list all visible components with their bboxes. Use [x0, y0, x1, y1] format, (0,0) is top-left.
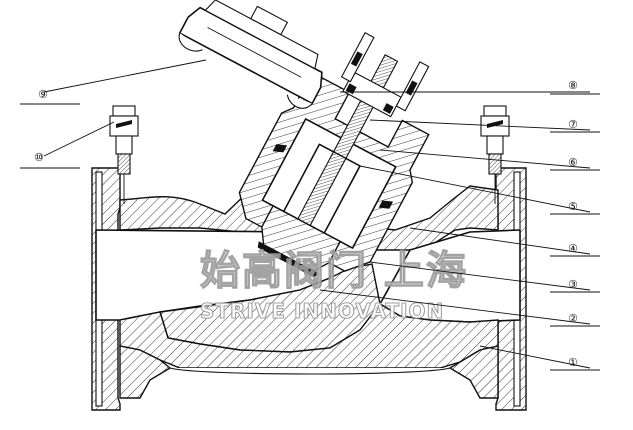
svg-text:⑩: ⑩ — [34, 151, 44, 164]
svg-text:①: ① — [568, 356, 578, 369]
svg-text:⑤: ⑤ — [568, 200, 578, 213]
callout-8: ⑧ — [550, 79, 600, 95]
svg-text:⑨: ⑨ — [38, 88, 48, 101]
leader-lines — [43, 59, 591, 369]
watermark-english: STRIVE INNOVATION — [200, 299, 444, 323]
watermark: 始高阀门 上海 STRIVE INNOVATION — [199, 247, 468, 323]
svg-text:⑥: ⑥ — [568, 156, 578, 169]
body-bottom-curve — [169, 367, 451, 375]
callout-3: ③ — [550, 278, 600, 293]
callout-1: ① — [550, 356, 600, 371]
callout-2: ② — [550, 312, 600, 327]
callout-6: ⑥ — [550, 156, 600, 171]
callout-5: ⑤ — [550, 200, 600, 215]
test-port-left — [109, 105, 139, 204]
body-foot-left — [119, 345, 172, 399]
callout-9: ⑨ — [20, 88, 80, 105]
body-bottom-wall — [119, 303, 499, 369]
bonnet-assembly — [238, 32, 430, 278]
callout-labels: ⑨ ⑩ ⑧ ⑦ ⑥ ⑤ ④ ③ ② — [20, 79, 600, 371]
svg-text:⑦: ⑦ — [568, 118, 578, 131]
callout-7: ⑦ — [550, 118, 600, 133]
callout-4: ④ — [550, 242, 600, 257]
watermark-chinese: 始高阀门 上海 — [200, 248, 468, 294]
svg-text:③: ③ — [568, 278, 578, 291]
svg-text:⑧: ⑧ — [568, 79, 578, 92]
svg-text:②: ② — [568, 312, 578, 325]
svg-text:④: ④ — [568, 242, 578, 255]
body-foot-right — [448, 345, 499, 399]
callout-10: ⑩ — [20, 151, 80, 169]
handwheel — [178, 0, 323, 109]
